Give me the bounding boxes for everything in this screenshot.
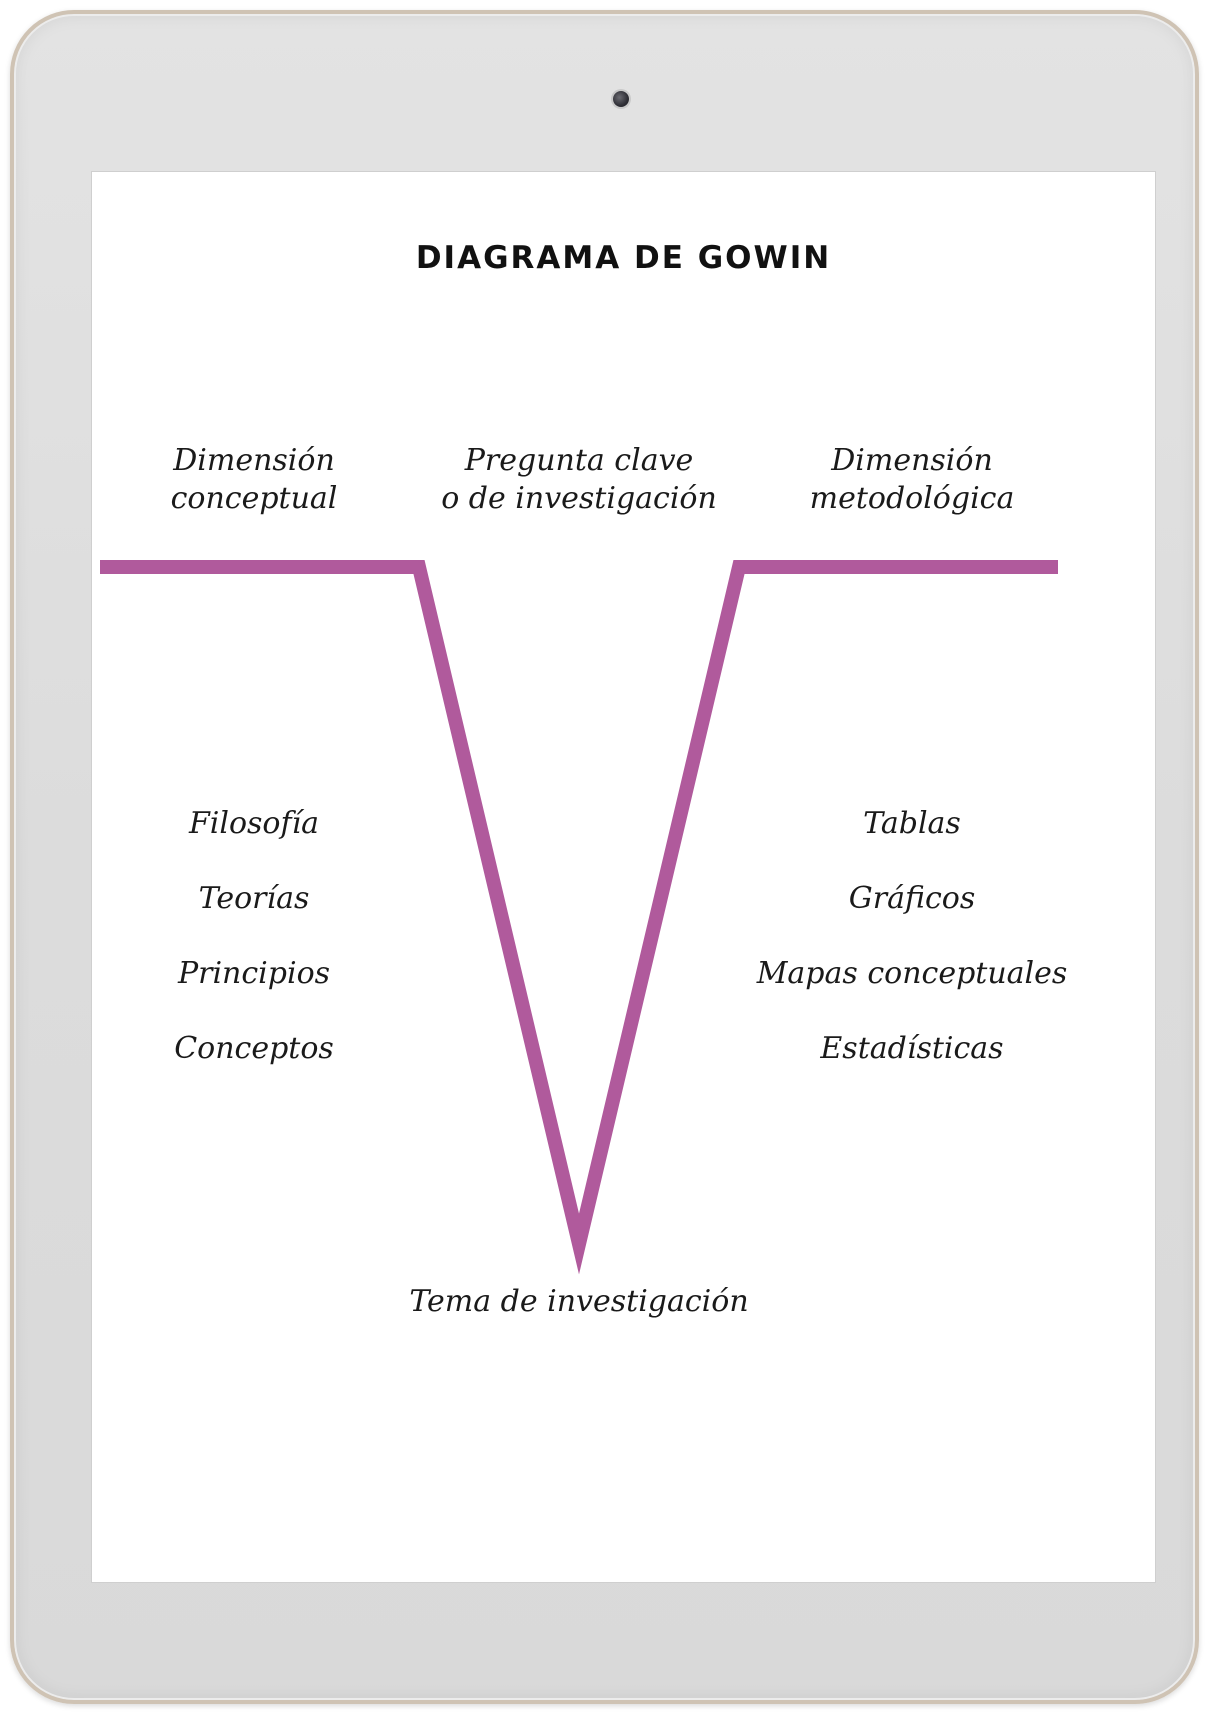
key-question-heading: Pregunta clave o de investigación [419, 442, 739, 518]
tablet-screen: DIAGRAMA DE GOWIN Dimensión conceptual P… [92, 172, 1155, 1582]
v-diagram-line [100, 560, 1058, 1275]
methodological-heading-line-1: Dimensión [831, 443, 993, 478]
research-topic-label: Tema de investigación [409, 1284, 749, 1319]
conceptual-item: Filosofía [188, 806, 320, 841]
conceptual-item: Teorías [198, 881, 310, 916]
tablet-frame: DIAGRAMA DE GOWIN Dimensión conceptual P… [10, 10, 1199, 1704]
conceptual-heading-line-1: Dimensión [173, 443, 335, 478]
question-heading-line-1: Pregunta clave [464, 443, 694, 478]
camera-icon [613, 91, 629, 107]
conceptual-dimension-heading: Dimensión conceptual [144, 442, 364, 518]
conceptual-heading-line-2: conceptual [170, 481, 338, 516]
diagram-title: DIAGRAMA DE GOWIN [415, 240, 832, 276]
methodological-dimension-heading: Dimensión metodológica [782, 442, 1042, 518]
methodological-item: Gráficos [848, 881, 976, 916]
methodological-item: Mapas conceptuales [756, 956, 1068, 991]
gowin-v-shape [100, 560, 1058, 1275]
methodological-item: Estadísticas [820, 1031, 1004, 1066]
methodological-item: Tablas [863, 806, 961, 841]
methodological-heading-line-2: metodológica [809, 481, 1015, 516]
conceptual-items-list: Filosofía Teorías Principios Conceptos [144, 786, 364, 1086]
methodological-items-list: Tablas Gráficos Mapas conceptuales Estad… [752, 786, 1072, 1086]
question-heading-line-2: o de investigación [441, 481, 717, 516]
conceptual-item: Conceptos [174, 1031, 334, 1066]
conceptual-item: Principios [177, 956, 331, 991]
